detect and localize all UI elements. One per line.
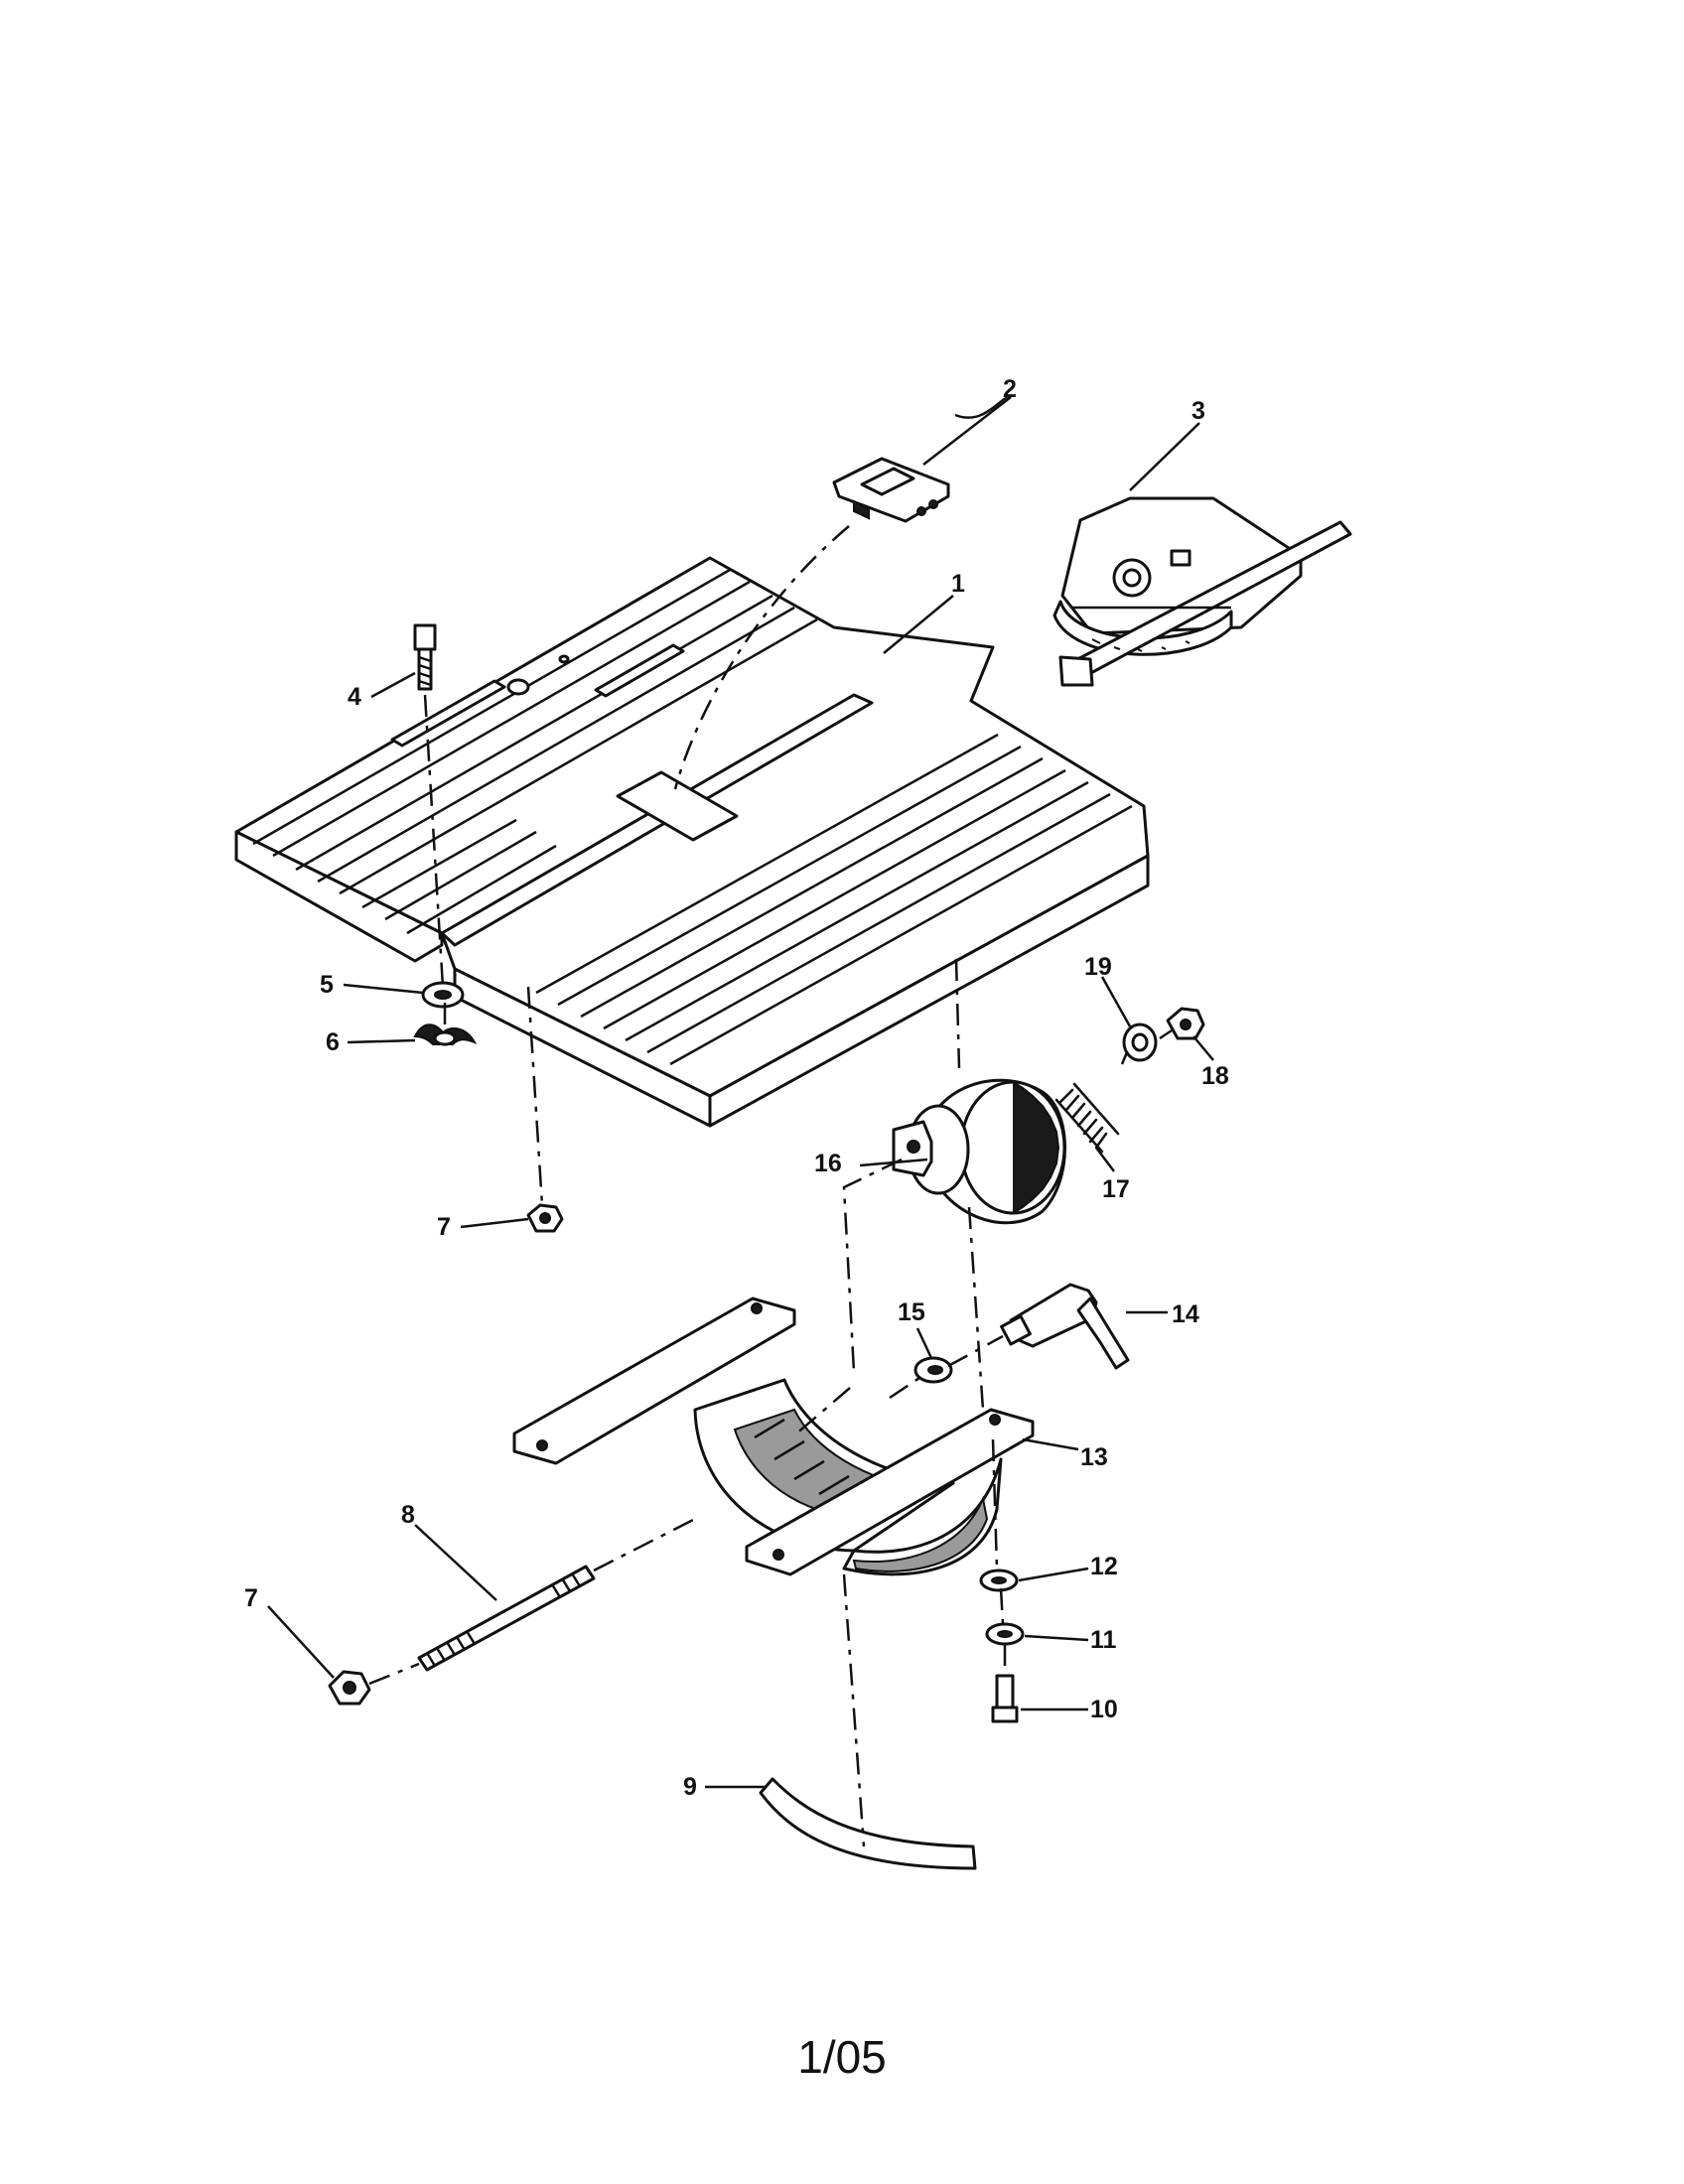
callout-16: 16 — [814, 1150, 842, 1177]
callout-7-lower: 7 — [244, 1584, 258, 1612]
callout-14: 14 — [1172, 1300, 1199, 1328]
callout-17: 17 — [1102, 1175, 1130, 1203]
callout-leaders — [267, 395, 1214, 1789]
washer-part-5 — [421, 981, 465, 1009]
hex-nut-part-18 — [1166, 1007, 1205, 1040]
callout-18: 18 — [1201, 1062, 1229, 1090]
callout-11: 11 — [1090, 1626, 1117, 1654]
spring-part — [1054, 1082, 1120, 1154]
page-code: 1/05 — [797, 2031, 887, 2083]
hex-nut-part-lower — [328, 1670, 371, 1706]
callout-6: 6 — [326, 1028, 340, 1056]
gear-knob-part — [892, 1078, 1066, 1225]
bolt-part — [413, 623, 437, 691]
washer-part-15 — [913, 1356, 953, 1384]
callout-1: 1 — [951, 570, 965, 598]
callout-labels: 1 2 3 4 5 6 7 7 8 9 10 11 12 13 14 15 16… — [244, 375, 1229, 1801]
screw-part-10 — [991, 1674, 1019, 1723]
callout-7-upper: 7 — [437, 1213, 451, 1241]
miter-gauge-part — [1052, 496, 1352, 687]
hex-nut-part-upper — [526, 1203, 564, 1233]
callout-3: 3 — [1192, 397, 1205, 425]
callout-10: 10 — [1090, 1696, 1118, 1723]
washer-part-19 — [1122, 1023, 1158, 1062]
callout-4: 4 — [348, 683, 361, 711]
curved-strip-part — [759, 1777, 977, 1870]
trunnion-bracket-part — [512, 1297, 1035, 1576]
lock-handle-part — [1000, 1283, 1130, 1370]
callout-15: 15 — [898, 1298, 925, 1326]
callout-2: 2 — [1003, 375, 1017, 403]
callout-5: 5 — [320, 971, 334, 999]
callout-8: 8 — [401, 1501, 415, 1529]
callout-9: 9 — [683, 1773, 697, 1801]
threaded-rod-part — [417, 1565, 596, 1672]
callout-13: 13 — [1080, 1443, 1108, 1471]
callout-12: 12 — [1090, 1553, 1118, 1580]
throat-plate-part — [832, 457, 950, 523]
callout-19: 19 — [1084, 953, 1112, 981]
washer-part-12 — [979, 1569, 1019, 1592]
assembly-lines — [368, 525, 1173, 1847]
table-top-part — [234, 556, 1150, 1128]
washer-part-11 — [985, 1622, 1025, 1646]
wing-nut-part — [413, 1024, 478, 1046]
